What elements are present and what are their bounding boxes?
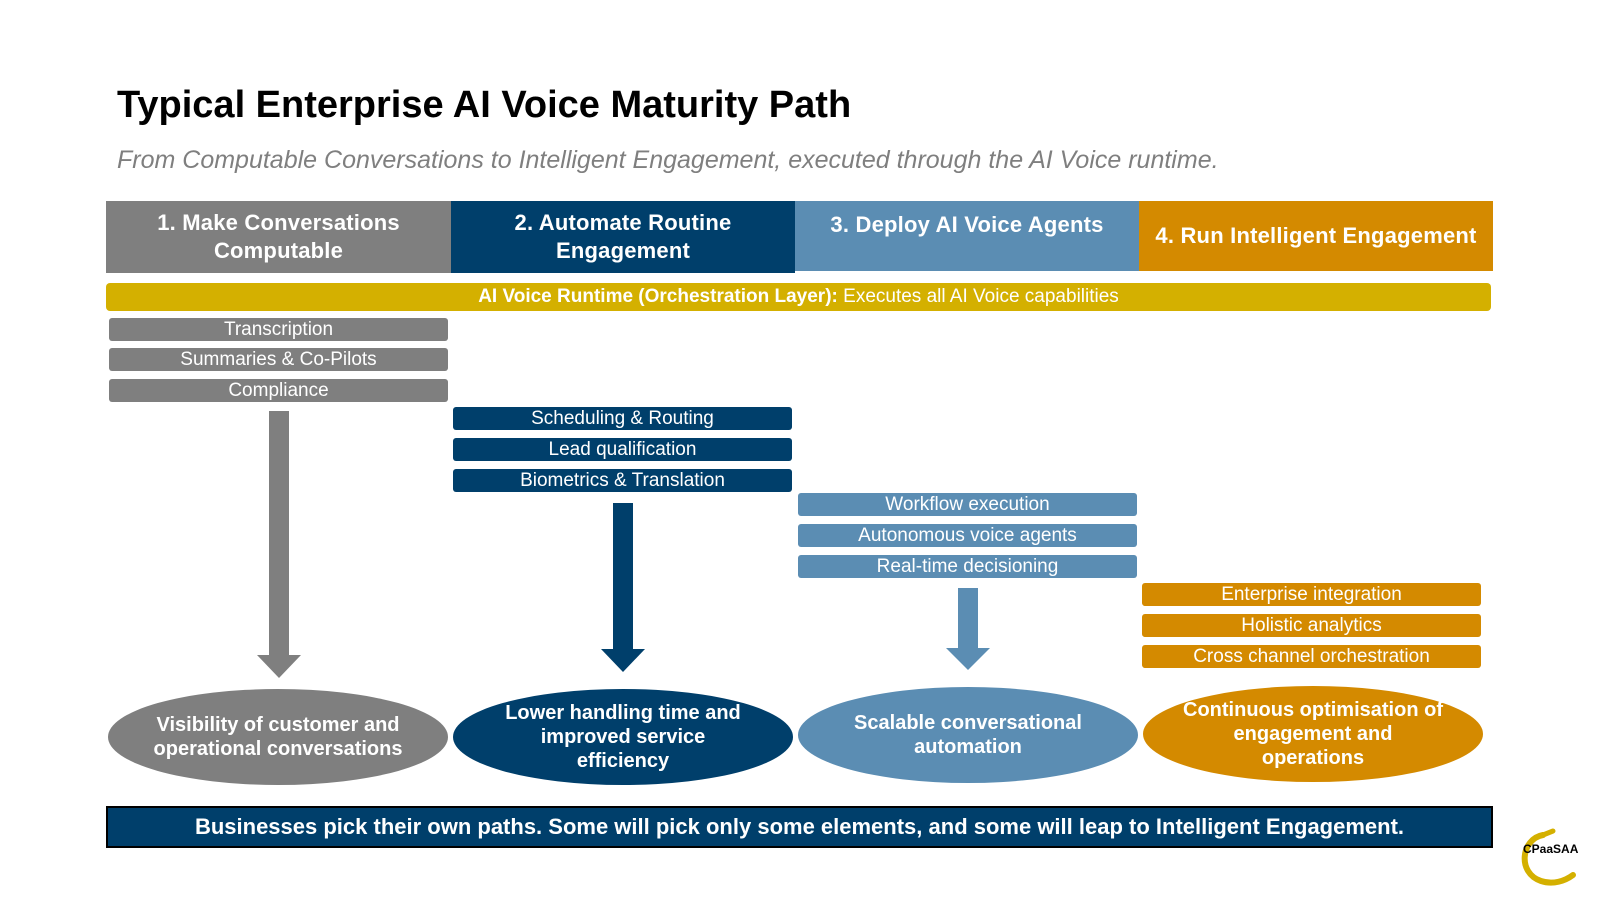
outcome-2-text: Lower handling time and improved service… (505, 702, 741, 772)
down-arrow-icon (601, 503, 645, 672)
capability-compliance: Compliance (109, 379, 448, 402)
capability-autonomous-voice-agents: Autonomous voice agents (798, 524, 1137, 547)
capability-cross-channel-orchestration: Cross channel orchestration (1142, 645, 1481, 668)
capability-transcription: Transcription (109, 318, 448, 341)
capability-holistic-analytics: Holistic analytics (1142, 614, 1481, 637)
stage-header-1-label: 1. Make Conversations Computable (157, 210, 400, 263)
outcome-1-text: Visibility of customer and operational c… (153, 714, 403, 760)
capability-biometrics-translation: Biometrics & Translation (453, 469, 792, 492)
runtime-description: Executes all AI Voice capabilities (843, 286, 1119, 307)
capability-lead-qualification: Lead qualification (453, 438, 792, 461)
runtime-bar: AI Voice Runtime (Orchestration Layer): … (106, 283, 1491, 311)
capability-summaries-co-pilots: Summaries & Co-Pilots (109, 348, 448, 371)
outcome-ellipse-1: Visibility of customer and operational c… (108, 689, 448, 785)
capability-workflow-execution: Workflow execution (798, 493, 1137, 516)
outcome-ellipse-3: Scalable conversational automation (798, 687, 1138, 783)
stage-header-2: 2. Automate Routine Engagement (451, 201, 795, 273)
stage-header-3: 3. Deploy AI Voice Agents (795, 201, 1139, 271)
stage-header-3-label: 3. Deploy AI Voice Agents (830, 212, 1104, 237)
logo-mark-icon (1521, 828, 1576, 886)
logo-text: CPaaSAA (1523, 842, 1579, 856)
down-arrow-icon (946, 588, 990, 670)
outcome-4-text: Continuous optimisation of engagement an… (1183, 699, 1443, 769)
outcome-ellipse-2: Lower handling time and improved service… (453, 689, 793, 785)
down-arrow-icon (257, 411, 301, 678)
capability-scheduling-routing: Scheduling & Routing (453, 407, 792, 430)
stage-header-4-label: 4. Run Intelligent Engagement (1155, 223, 1477, 248)
stage-header-1: 1. Make Conversations Computable (106, 201, 451, 273)
page-title: Typical Enterprise AI Voice Maturity Pat… (117, 84, 852, 126)
stage-header-2-label: 2. Automate Routine Engagement (514, 210, 732, 263)
bottom-banner: Businesses pick their own paths. Some wi… (106, 806, 1493, 848)
runtime-label: AI Voice Runtime (Orchestration Layer): (478, 286, 838, 307)
outcome-3-text: Scalable conversational automation (854, 712, 1082, 758)
capability-real-time-decisioning: Real-time decisioning (798, 555, 1137, 578)
capability-enterprise-integration: Enterprise integration (1142, 583, 1481, 606)
outcome-ellipse-4: Continuous optimisation of engagement an… (1143, 686, 1483, 782)
page-subtitle: From Computable Conversations to Intelli… (117, 146, 1219, 174)
stage-header-4: 4. Run Intelligent Engagement (1139, 201, 1493, 271)
